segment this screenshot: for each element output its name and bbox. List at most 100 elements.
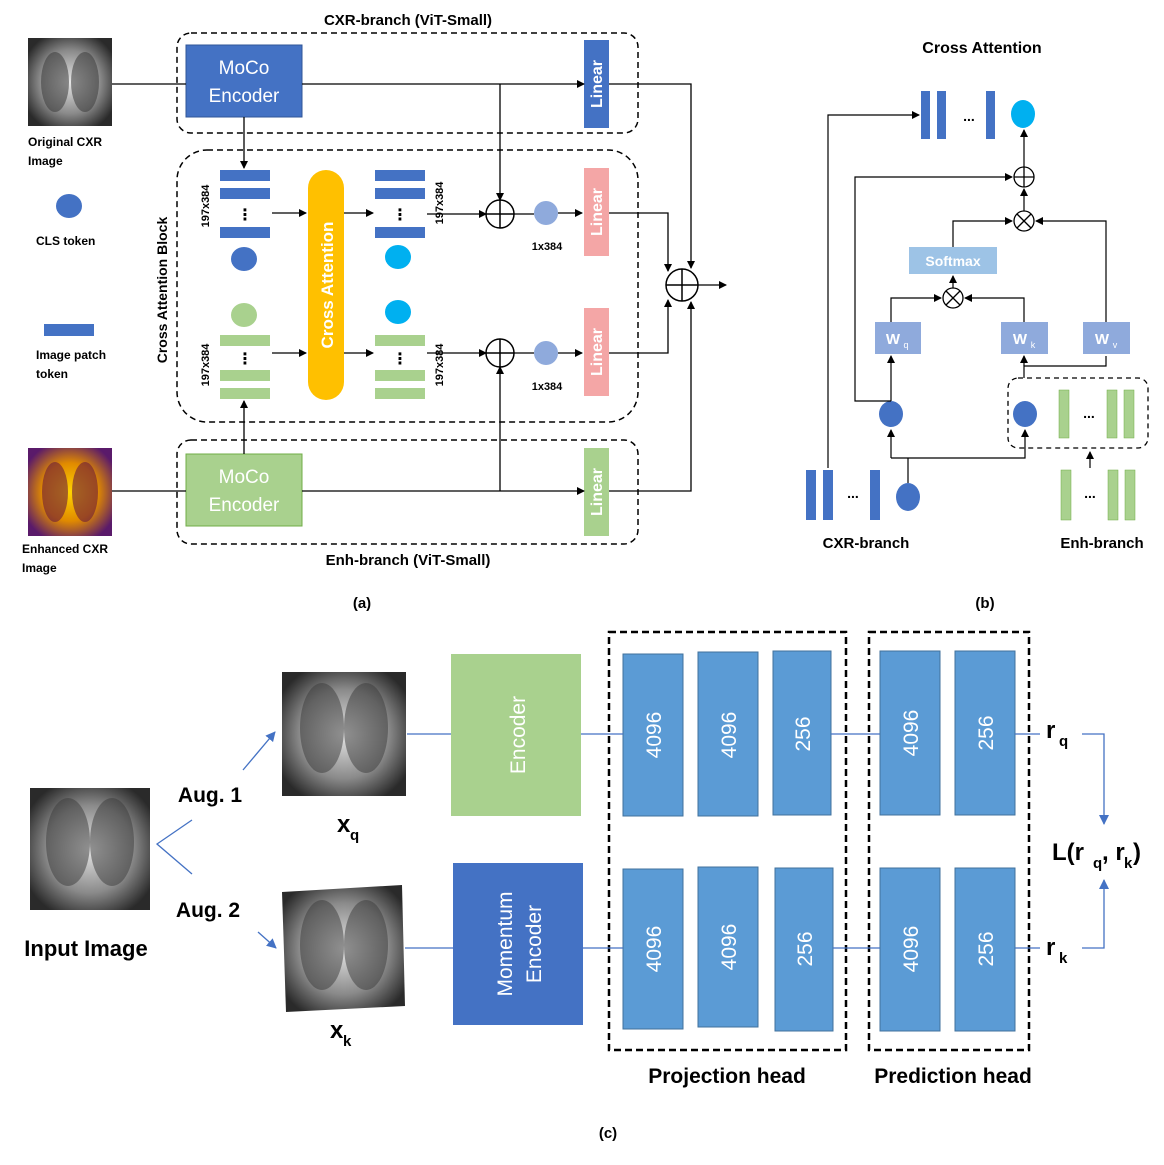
dim-label-enh-out: 197x384 (434, 343, 446, 387)
svg-text:256: 256 (794, 931, 817, 966)
encoder-label: Encoder (507, 696, 530, 774)
svg-text:Linear: Linear (589, 468, 606, 516)
enh-group-cls (1013, 401, 1037, 427)
wv-label: W (1095, 331, 1110, 348)
aug2-label: Aug. 2 (176, 899, 240, 922)
svg-text:256: 256 (975, 931, 998, 966)
multiply-b-mid (942, 287, 964, 309)
svg-text:Cross Attention: Cross Attention (318, 222, 337, 349)
enh-branch-title: Enh-branch (ViT-Small) (326, 552, 491, 569)
cxr-token-stack-in: ⋮ (220, 170, 270, 271)
dim-label-enh-in: 197x384 (200, 343, 212, 387)
pred-layer-bottom-2: 256 (954, 867, 1016, 1032)
cxr-linear: Linear (584, 40, 609, 128)
enhanced-cxr-thumbnail (28, 448, 112, 536)
xq-sub: q (350, 827, 359, 844)
wv-sub: v (1113, 340, 1118, 350)
enhanced-image-label: Enhanced CXR (22, 542, 108, 556)
proj-layer-bottom-2: 4096 (697, 866, 759, 1028)
proj-layer-top-2: 4096 (697, 651, 759, 817)
patch-legend-label: Image patch (36, 348, 106, 362)
aug1-label: Aug. 1 (178, 784, 242, 807)
rk-sub: k (1059, 950, 1068, 967)
cross-attention-module: Cross Attention (308, 170, 344, 400)
original-cxr-thumbnail (28, 38, 112, 126)
original-image-label-2: Image (28, 154, 63, 168)
cross-linear-top: Linear (584, 168, 609, 256)
svg-text:...: ... (1084, 485, 1096, 501)
proj-layer-top-3: 256 (772, 650, 832, 816)
panel-b-connectors (827, 111, 1107, 483)
dim-cls-bottom: 1x384 (532, 381, 563, 393)
xk-thumbnail (282, 885, 405, 1012)
svg-text:...: ... (1083, 405, 1095, 421)
wq-box (875, 322, 921, 354)
loss-sub-q: q (1093, 855, 1102, 872)
adder-b (1013, 166, 1035, 188)
svg-text:4096: 4096 (643, 926, 666, 973)
dim-label-cxr-in: 197x384 (200, 184, 212, 228)
panel-a-label: (a) (353, 595, 371, 612)
cxr-branch-tokens: ... (806, 470, 920, 520)
projection-head-frame (607, 630, 848, 1052)
panel-b: Cross Attention ... Softmax (806, 40, 1149, 612)
svg-text:4096: 4096 (900, 926, 923, 973)
wk-sub: k (1031, 340, 1036, 350)
svg-text:⋮: ⋮ (237, 207, 253, 224)
xq-thumbnail (282, 672, 406, 796)
cxr-branch-label: CXR-branch (823, 535, 910, 552)
rq-label: r (1046, 717, 1055, 744)
loss-sub-k: k (1124, 855, 1133, 872)
dim-label-cxr-out: 197x384 (434, 181, 446, 225)
enh-token-stack-in: ⋮ (220, 303, 270, 399)
xq-label: x (337, 811, 351, 838)
xk-label: x (330, 1017, 344, 1044)
cls-legend-icon (56, 194, 82, 218)
panel-c-connectors (155, 731, 1109, 949)
svg-text:4096: 4096 (718, 712, 741, 759)
pred-layer-top-2: 256 (954, 650, 1016, 816)
prediction-head-frame (867, 630, 1031, 1052)
patch-legend-icon (44, 324, 94, 336)
momentum-label: Momentum (494, 891, 517, 996)
softmax-box (909, 247, 997, 274)
adder-final (665, 268, 699, 302)
wv-box (1083, 322, 1130, 354)
svg-text:...: ... (847, 485, 859, 501)
pred-layer-bottom-1: 4096 (879, 867, 941, 1032)
panel-b-title: Cross Attention (922, 40, 1041, 57)
cxr-token-stack-out: ⋮ (375, 170, 425, 269)
svg-text:4096: 4096 (900, 710, 923, 757)
input-image-label: Input Image (24, 936, 147, 961)
rk-label: r (1046, 934, 1055, 961)
wk-box (1001, 322, 1048, 354)
panel-a: CXR-branch (ViT-Small) Enh-branch (ViT-S… (22, 12, 727, 612)
enh-token-group (1007, 377, 1149, 449)
svg-text:4096: 4096 (718, 924, 741, 971)
svg-text:256: 256 (792, 716, 815, 751)
cxr-branch-frame (176, 32, 639, 134)
momentum-encoder-box (453, 863, 583, 1025)
svg-text:...: ... (963, 108, 975, 124)
cxr-cls-b (879, 401, 903, 427)
loss-suffix: ) (1133, 839, 1141, 866)
patch-legend-label-2: token (36, 367, 68, 381)
loss-mid: , r (1102, 839, 1125, 866)
wk-label: W (1013, 331, 1028, 348)
panel-c-label: (c) (599, 1125, 617, 1142)
input-image-thumbnail (30, 788, 150, 910)
dim-cls-top: 1x384 (532, 241, 563, 253)
cross-attention-block-label: Cross Attention Block (154, 217, 170, 364)
panel-c: Input Image Aug. 1 Aug. 2 x q x k Encode… (24, 630, 1141, 1142)
svg-text:⋮: ⋮ (237, 351, 253, 368)
proj-layer-bottom-1: 4096 (622, 868, 684, 1030)
loss-label: L(r (1052, 839, 1084, 866)
pred-layer-top-1: 4096 (879, 650, 941, 816)
prediction-head-label: Prediction head (874, 1065, 1032, 1088)
enh-branch-tokens: ... (1060, 469, 1136, 521)
enh-moco-label: MoCo (219, 467, 270, 488)
svg-text:Linear: Linear (589, 328, 606, 376)
wq-sub: q (903, 340, 908, 350)
